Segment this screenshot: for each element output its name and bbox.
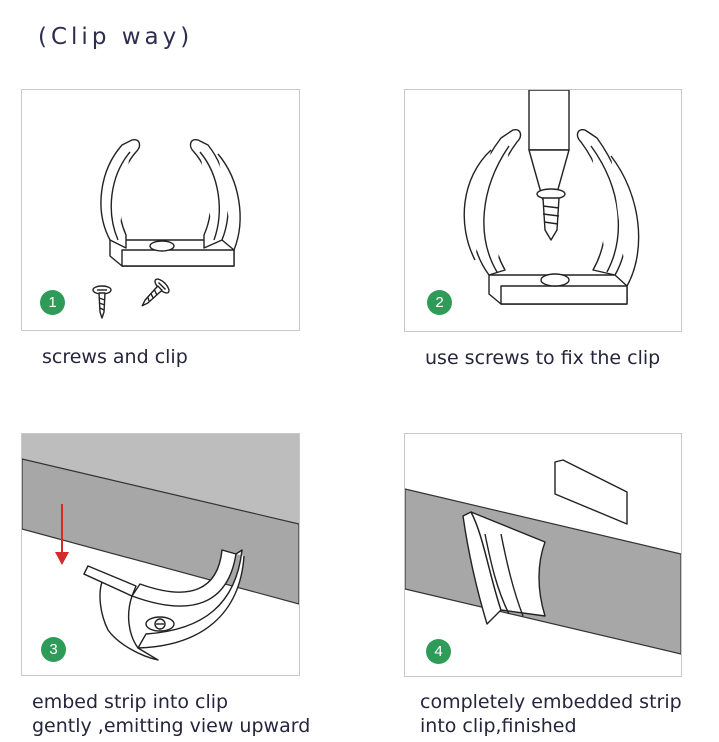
step-2-caption: use screws to fix the clip xyxy=(425,346,660,370)
caption-line: completely embedded strip xyxy=(420,691,682,713)
step-number-badge: 2 xyxy=(427,290,452,315)
step-number-badge: 1 xyxy=(40,290,65,315)
step-4-caption: completely embedded strip into clip,fini… xyxy=(420,690,682,738)
screwdriver-fixing-clip-illustration xyxy=(463,90,640,305)
caption-line: gently ,emitting view upward xyxy=(32,715,311,737)
step-3-panel: 3 xyxy=(21,433,300,676)
finished-clip-illustration xyxy=(405,459,681,655)
caption-line: into clip,finished xyxy=(420,715,577,737)
caption-line: screws and clip xyxy=(42,346,188,368)
caption-line: embed strip into clip xyxy=(32,691,229,713)
clip-and-screws-illustration xyxy=(92,138,241,319)
step-1-caption: screws and clip xyxy=(42,345,188,369)
caption-line: use screws to fix the clip xyxy=(425,347,661,369)
step-2-panel: 2 xyxy=(404,89,682,332)
embed-strip-illustration xyxy=(22,434,299,661)
step-number-badge: 3 xyxy=(41,637,66,662)
step-number-badge: 4 xyxy=(426,639,451,664)
page-title: (Clip way) xyxy=(38,24,194,50)
step-1-panel: 1 xyxy=(21,89,300,331)
step-4-panel: 4 xyxy=(404,433,682,677)
step-3-caption: embed strip into clip gently ,emitting v… xyxy=(32,690,310,738)
